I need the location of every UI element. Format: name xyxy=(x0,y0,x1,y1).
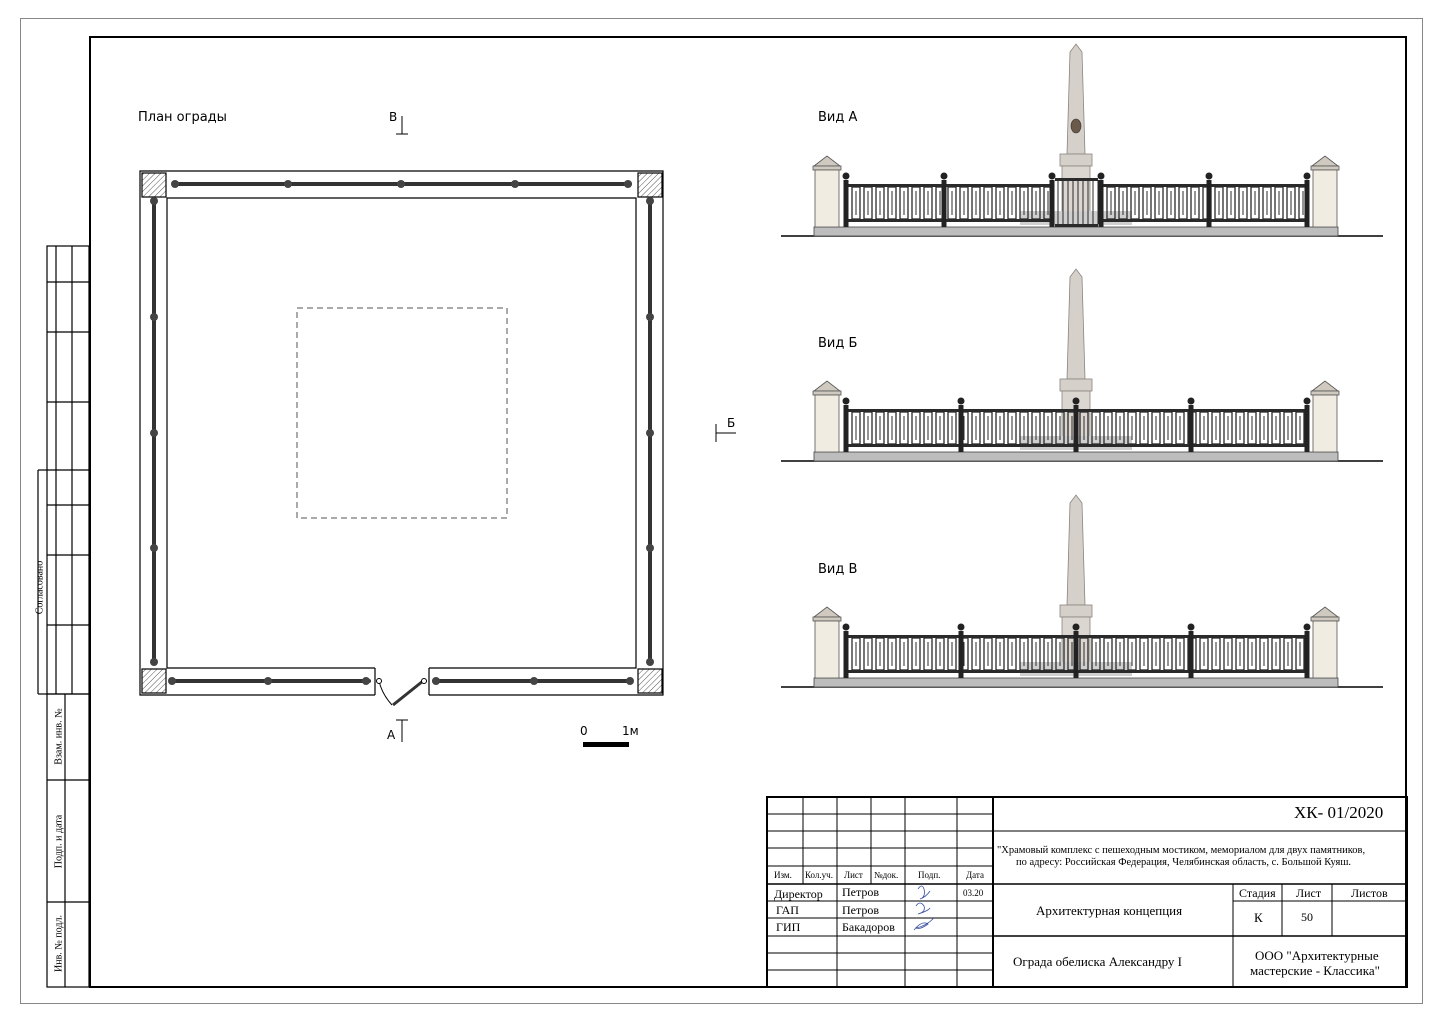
org-line1: ООО "Архитектурные xyxy=(1255,948,1379,963)
hdr-izm: Изм. xyxy=(774,870,792,880)
hdr-listov: Листов xyxy=(1351,886,1388,900)
elevation-view-v xyxy=(781,494,1383,688)
hdr-list: Лист xyxy=(844,870,863,880)
hdr-data: Дата xyxy=(966,870,984,880)
view-v-title: Вид В xyxy=(818,562,858,577)
sheet-name: Ограда обелиска Александру I xyxy=(1013,954,1183,969)
sheet-outer-border xyxy=(20,18,1423,1004)
role-3: ГИП xyxy=(776,920,801,934)
doc-code: ХК- 01/2020 xyxy=(1294,803,1384,822)
hdr-kol: Кол.уч. xyxy=(805,870,833,880)
stage-value: К xyxy=(1254,910,1263,925)
elevation-view-b xyxy=(781,268,1383,462)
date-1: 03.20 xyxy=(963,888,984,898)
role-1: Директор xyxy=(774,887,823,901)
hdr-list2: Лист xyxy=(1296,886,1322,900)
mark-v: В xyxy=(389,110,398,124)
view-a-title: Вид А xyxy=(818,110,858,125)
role-2: ГАП xyxy=(776,903,799,917)
scale-zero: 0 xyxy=(580,724,588,738)
view-b-title: Вид Б xyxy=(818,336,858,351)
signatures xyxy=(913,885,935,931)
hdr-stadia: Стадия xyxy=(1239,886,1276,900)
hdr-podp: Подп. xyxy=(918,870,941,880)
project-line1: "Храмовый комплекс с пешеходным мостиком… xyxy=(997,845,1366,856)
drawing-frame xyxy=(89,36,1407,988)
org-line2: мастерские - Классика" xyxy=(1250,963,1380,978)
name-3: Бакадоров xyxy=(842,920,895,934)
mark-b: Б xyxy=(727,416,736,430)
hdr-ndok: №док. xyxy=(874,870,899,880)
name-2: Петров xyxy=(842,903,880,917)
sheet-value: 50 xyxy=(1301,910,1313,924)
elevation-view-a xyxy=(781,43,1383,237)
name-1: Петров xyxy=(842,885,880,899)
scale-one: 1м xyxy=(622,724,639,738)
mark-a: А xyxy=(387,728,396,742)
project-line2: по адресу: Российская Федерация, Челябин… xyxy=(1016,857,1352,868)
plan-title: План ограды xyxy=(138,110,227,125)
stage-name: Архитектурная концепция xyxy=(1036,903,1183,918)
